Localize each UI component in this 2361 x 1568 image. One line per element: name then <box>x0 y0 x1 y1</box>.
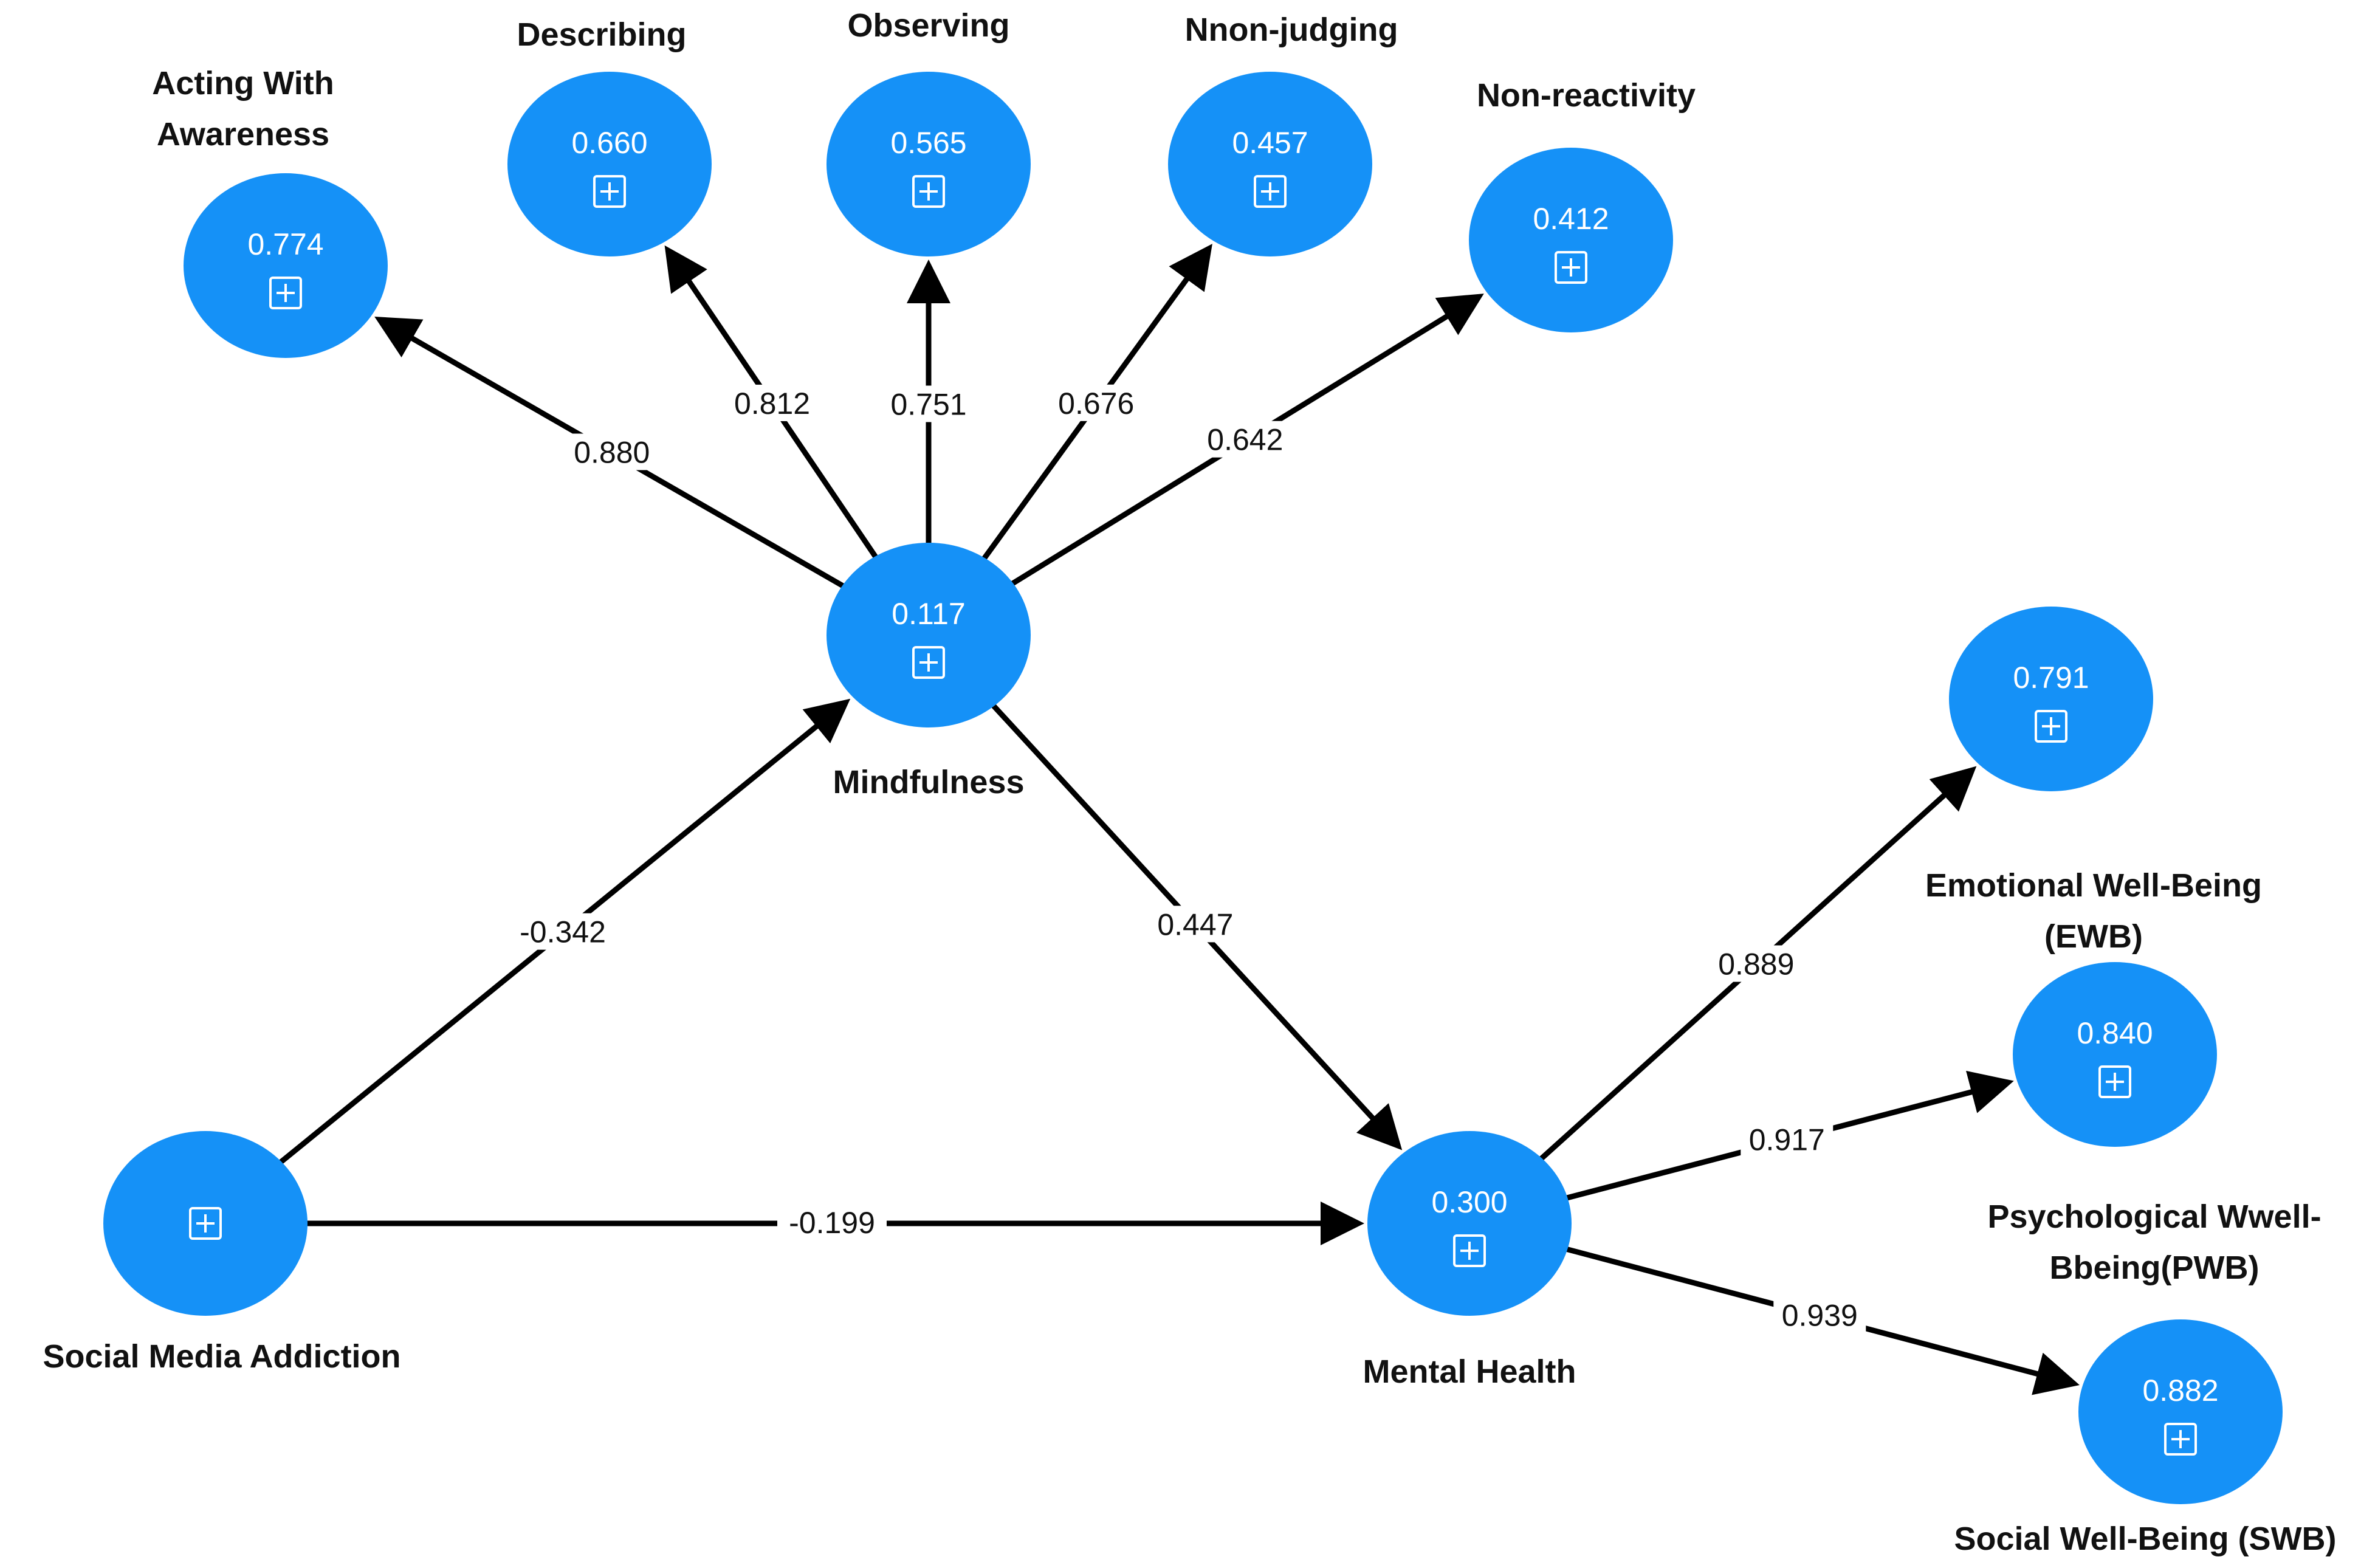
path-edge-sma-mh: -0.199 <box>305 1202 1364 1245</box>
construct-ellipse[interactable] <box>1469 148 1673 332</box>
path-edge-mind-mh: 0.447 <box>990 702 1403 1150</box>
r-squared-value: 0.457 <box>1232 126 1308 160</box>
path-coefficient-label: 0.812 <box>734 387 810 421</box>
expand-icon[interactable] <box>269 277 302 309</box>
construct-ellipse[interactable] <box>1949 607 2153 791</box>
construct-ellipse[interactable] <box>184 173 388 358</box>
path-coefficient-label: 0.447 <box>1157 907 1233 941</box>
expand-icon[interactable] <box>2098 1065 2131 1098</box>
construct-label: Acting With <box>152 65 334 101</box>
edge-label-background <box>1710 945 1803 982</box>
construct-label: Describing <box>517 16 686 53</box>
construct-node-nonj[interactable]: 0.457 Nnon-judging <box>1168 12 1398 256</box>
construct-ellipse[interactable] <box>1367 1131 1572 1316</box>
expand-icon[interactable] <box>593 175 626 208</box>
construct-label: Non-reactivity <box>1477 77 1696 114</box>
path-edge-sma-mind: -0.342 <box>277 698 851 1166</box>
path-coefficient-label: -0.199 <box>789 1206 875 1240</box>
expand-icon[interactable] <box>1453 1234 1486 1267</box>
expand-icon[interactable] <box>912 646 945 679</box>
edge-label-background <box>1050 384 1143 421</box>
construct-ellipse[interactable] <box>2078 1319 2283 1504</box>
path-coefficient-label: 0.642 <box>1207 423 1283 457</box>
expand-icon[interactable] <box>1555 251 1587 284</box>
path-edge-mind-obs: 0.751 <box>882 260 975 545</box>
path-edge-mind-des: 0.812 <box>664 245 879 560</box>
r-squared-value: 0.660 <box>571 126 647 160</box>
path-edge-mh-ewb: 0.889 <box>1538 766 1977 1162</box>
path-coefficient-label: -0.342 <box>520 915 606 949</box>
edge-label-background <box>777 1204 887 1240</box>
path-edge-mind-nonr: 0.642 <box>1009 294 1484 587</box>
construct-label: Bbeing(PWB) <box>2050 1250 2260 1286</box>
path-edge-mind-awa: 0.880 <box>374 316 846 590</box>
expand-icon[interactable] <box>1254 175 1287 208</box>
expand-icon[interactable] <box>912 175 945 208</box>
edge-label-background <box>726 384 819 421</box>
edge-label-background <box>1773 1296 1866 1333</box>
path-coefficient-label: 0.676 <box>1058 387 1134 421</box>
construct-label: Observing <box>847 7 1009 44</box>
edge-label-background <box>565 433 658 470</box>
construct-node-nonr[interactable]: 0.412 Non-reactivity <box>1469 77 1696 332</box>
edge-label-background <box>1149 906 1242 943</box>
construct-label: Mindfulness <box>833 764 1024 800</box>
construct-node-obs[interactable]: 0.565 Observing <box>827 7 1031 256</box>
construct-label: Social Media Addiction <box>43 1338 400 1375</box>
path-edge-mh-pwb: 0.917 <box>1564 1070 2014 1202</box>
construct-node-sma[interactable]: Social Media Addiction <box>43 1131 401 1375</box>
r-squared-value: 0.412 <box>1533 202 1609 236</box>
construct-ellipse[interactable] <box>2013 962 2217 1147</box>
edge-label-background <box>1198 421 1291 458</box>
edge-label-background <box>508 913 618 950</box>
construct-ellipse[interactable] <box>507 72 712 256</box>
construct-label: Social Well-Being (SWB) <box>1954 1521 2336 1557</box>
construct-ellipse[interactable] <box>1168 72 1372 256</box>
construct-ellipse[interactable] <box>827 72 1031 256</box>
path-coefficient-label: 0.751 <box>890 388 966 422</box>
path-coefficient-label: 0.889 <box>1718 947 1794 982</box>
construct-label: Emotional Well-Being <box>1925 867 2262 904</box>
r-squared-value: 0.840 <box>2077 1016 2153 1050</box>
path-edge-mind-nonj: 0.676 <box>981 244 1212 562</box>
path-coefficient-label: 0.917 <box>1749 1123 1825 1157</box>
path-coefficient-label: 0.880 <box>574 435 650 469</box>
edge-label-background <box>882 385 975 422</box>
construct-label: (EWB) <box>2044 918 2143 955</box>
construct-label: Mental Health <box>1363 1353 1576 1390</box>
r-squared-value: 0.300 <box>1431 1185 1507 1219</box>
r-squared-value: 0.882 <box>2142 1374 2218 1408</box>
expand-icon[interactable] <box>189 1207 222 1240</box>
construct-ellipse[interactable] <box>827 543 1031 727</box>
r-squared-value: 0.791 <box>2013 661 2089 695</box>
edges-layer: 0.880 0.812 0.751 0.676 0.642 -0.342 0.447 -0.1… <box>277 244 2080 1395</box>
construct-node-des[interactable]: 0.660 Describing <box>507 16 712 256</box>
expand-icon[interactable] <box>2164 1423 2197 1456</box>
construct-label: Nnon-judging <box>1185 12 1398 48</box>
r-squared-value: 0.117 <box>892 597 965 631</box>
path-edge-mh-swb: 0.939 <box>1564 1246 2080 1395</box>
edge-label-background <box>1741 1121 1833 1158</box>
path-coefficient-label: 0.939 <box>1782 1299 1858 1333</box>
construct-label: Psychological Wwell- <box>1987 1198 2321 1235</box>
r-squared-value: 0.565 <box>890 126 966 160</box>
expand-icon[interactable] <box>2035 710 2067 743</box>
construct-label: Awareness <box>157 116 329 153</box>
r-squared-value: 0.774 <box>247 227 323 261</box>
